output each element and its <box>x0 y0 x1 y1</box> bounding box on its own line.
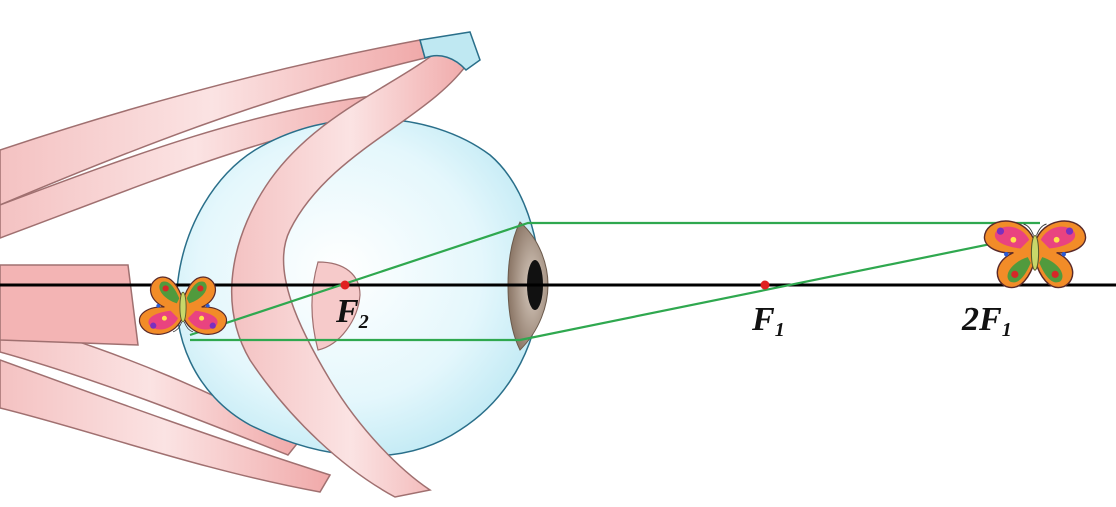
label-f1: F1 <box>751 301 785 341</box>
focal-point-f2 <box>340 280 350 290</box>
label-f2: F2 <box>335 293 369 333</box>
label-2f1: 2F1 <box>961 301 1012 341</box>
ray-parallel <box>189 221 1040 337</box>
focal-point-f1 <box>760 280 770 290</box>
muscle-band-front <box>231 44 472 498</box>
ray-through-f1 <box>190 234 1031 342</box>
optic-nerve <box>0 264 139 346</box>
muscle-tendon <box>419 31 481 71</box>
light-rays <box>189 221 1040 342</box>
